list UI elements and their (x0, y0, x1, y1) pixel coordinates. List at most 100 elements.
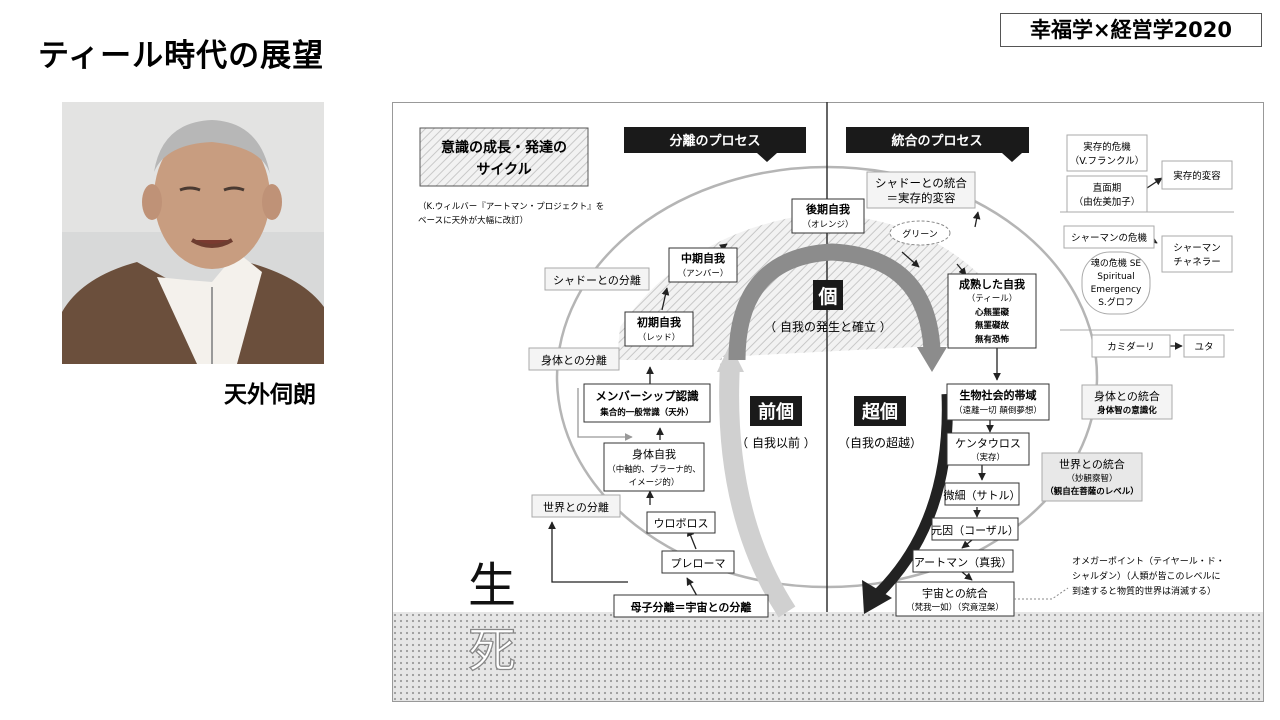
svg-text:ユタ: ユタ (1194, 342, 1213, 353)
svg-text:ケンタウロス: ケンタウロス (955, 437, 1021, 450)
choko-subtitle: （自我の超越） (838, 435, 922, 450)
svg-text:イメージ的）: イメージ的） (629, 477, 680, 488)
omega-point-note: オメガーポイント（テイヤール・ド・ シャルダン）（人類が皆このレベルに 到達する… (1072, 556, 1225, 597)
node-subtle: 微細（サトル） (944, 482, 1021, 506)
svg-text:アートマン（真我）: アートマン（真我） (914, 555, 1012, 569)
node-shaman-crisis: シャーマンの危機 (1063, 225, 1155, 249)
svg-text:身体との分離: 身体との分離 (541, 353, 607, 367)
svg-text:身体智の意識化: 身体智の意識化 (1096, 405, 1157, 416)
node-membership: メンバーシップ認識 集合的一般常識（天外） (583, 383, 711, 423)
svg-text:グリーン: グリーン (902, 228, 938, 240)
source-line1: （K.ウィルバー『アートマン・プロジェクト』を (418, 201, 604, 212)
node-pleroma: プレローマ (661, 550, 735, 574)
svg-text:母子分離＝宇宙との分離: 母子分離＝宇宙との分離 (631, 600, 752, 614)
zenko-label: 前個 （ 自我以前 ） (736, 396, 816, 450)
node-body-integration: 身体との統合 身体智の意識化 (1081, 384, 1173, 420)
integration-banner: 統合のプロセス (846, 127, 1029, 162)
node-uroboros: ウロボロス (646, 511, 716, 534)
node-causal: 元因（コーザル） (931, 517, 1019, 541)
svg-text:個: 個 (817, 286, 837, 308)
svg-text:到達すると物質的世界は消滅する）: 到達すると物質的世界は消滅する） (1072, 585, 1216, 597)
svg-text:オメガーポイント（テイヤール・ド・: オメガーポイント（テイヤール・ド・ (1072, 556, 1225, 567)
node-biosocial: 生物社会的帯域 （遠離一切 顛倒夢想） (946, 383, 1050, 421)
svg-text:（V.フランクル）: （V.フランクル） (1070, 155, 1145, 167)
portrait-caption: 天外伺朗 (224, 382, 316, 408)
node-yuta: ユタ (1183, 334, 1225, 358)
svg-text:世界との分離: 世界との分離 (543, 500, 609, 514)
svg-text:初期自我: 初期自我 (637, 315, 681, 329)
node-atman: アートマン（真我） (912, 549, 1014, 573)
svg-text:（遠離一切 顛倒夢想）: （遠離一切 顛倒夢想） (954, 405, 1042, 416)
zenko-subtitle: （ 自我以前 ） (736, 435, 816, 450)
svg-text:シャドーとの統合: シャドーとの統合 (875, 176, 967, 190)
node-existential-transformation: 実存的変容 (1161, 160, 1233, 190)
svg-text:（アンバー）: （アンバー） (678, 268, 729, 279)
svg-text:シャルダン）（人類が皆このレベルに: シャルダン）（人類が皆このレベルに (1072, 570, 1221, 582)
separation-banner: 分離のプロセス (624, 127, 806, 162)
svg-text:前個: 前個 (758, 401, 794, 423)
left-light-arc (719, 363, 796, 618)
life-label: 生 (468, 558, 516, 614)
top-gray-arc (728, 243, 941, 361)
node-green (889, 220, 951, 246)
svg-text:プレローマ: プレローマ (671, 557, 726, 570)
diagram-title-box: 意識の成長・発達の サイクル (419, 127, 589, 187)
node-shintai-jiga: 身体自我 （中軸的、プラーナ的、 イメージ的） (603, 442, 705, 492)
svg-text:カミダーリ: カミダーリ (1107, 341, 1155, 353)
svg-text:（由佐美加子）: （由佐美加子） (1074, 196, 1141, 208)
svg-text:集合的一般常識（天外）: 集合的一般常識（天外） (599, 407, 694, 418)
svg-text:後期自我: 後期自我 (806, 202, 850, 216)
svg-text:チャネラー: チャネラー (1173, 257, 1220, 268)
svg-text:Emergency: Emergency (1091, 285, 1142, 295)
node-mature-ego: 成熟した自我 （ティール） 心無罣礙 無罣礙故 無有恐怖 (947, 273, 1037, 349)
svg-text:シャーマンの危機: シャーマンの危機 (1071, 232, 1148, 244)
svg-text:無罣礙故: 無罣礙故 (975, 320, 1010, 331)
svg-text:世界との統合: 世界との統合 (1059, 457, 1125, 471)
node-koki-jiga: 後期自我 （オレンジ） (791, 198, 865, 234)
diagram-title-line2: サイクル (476, 162, 531, 178)
svg-text:直面期: 直面期 (1093, 182, 1122, 194)
ko-label: 個 （ 自我の発生と確立 ） (764, 280, 892, 334)
node-shaman-channeler: シャーマン チャネラー (1161, 235, 1233, 273)
death-label: 死 (468, 623, 516, 679)
svg-text:微細（サトル）: 微細（サトル） (944, 488, 1021, 502)
death-band (393, 612, 1263, 701)
node-world-integration: 世界との統合 （妙観察智） （観自在菩薩のレベル） (1041, 452, 1143, 502)
source-line2: ベースに天外が大幅に改訂） (418, 215, 528, 226)
svg-text:実存的変容: 実存的変容 (1173, 170, 1221, 182)
svg-text:（レッド）: （レッド） (638, 332, 681, 343)
node-shadow-integration: シャドーとの統合 ＝実存的変容 (866, 171, 976, 209)
svg-text:統合のプロセス: 統合のプロセス (891, 133, 982, 149)
node-centaur: ケンタウロス （実存） (946, 432, 1030, 466)
node-shoki-jiga: 初期自我 （レッド） (624, 311, 694, 347)
node-world-separation: 世界との分離 (531, 494, 621, 518)
svg-text:分離のプロセス: 分離のプロセス (669, 133, 760, 149)
node-chokumen: 直面期 （由佐美加子） (1066, 175, 1148, 213)
ko-subtitle: （ 自我の発生と確立 ） (764, 319, 892, 334)
right-dark-arc (873, 393, 953, 599)
svg-text:ウロボロス: ウロボロス (654, 517, 709, 530)
svg-text:元因（コーザル）: 元因（コーザル） (931, 524, 1019, 537)
svg-text:（ティール）: （ティール） (967, 293, 1018, 304)
svg-text:メンバーシップ認識: メンバーシップ認識 (595, 389, 699, 403)
svg-text:実存的危機: 実存的危機 (1083, 141, 1131, 153)
svg-text:魂の危機 SE: 魂の危機 SE (1091, 257, 1142, 269)
svg-text:超個: 超個 (862, 401, 898, 423)
svg-text:（梵我一如）（究竟涅槃）: （梵我一如）（究竟涅槃） (906, 602, 1004, 613)
node-body-separation: 身体との分離 (528, 347, 620, 371)
svg-text:宇宙との統合: 宇宙との統合 (922, 586, 988, 600)
svg-text:心無罣礙: 心無罣礙 (975, 307, 1010, 318)
slide-title: ティール時代の展望 (38, 38, 325, 74)
svg-text:S.グロフ: S.グロフ (1098, 296, 1134, 308)
svg-text:身体との統合: 身体との統合 (1094, 389, 1160, 403)
svg-text:シャドーとの分離: シャドーとの分離 (553, 273, 641, 287)
svg-text:＝実存的変容: ＝実存的変容 (887, 191, 956, 205)
choko-label: 超個 （自我の超越） (838, 396, 922, 450)
svg-text:（オレンジ）: （オレンジ） (802, 219, 853, 230)
node-kamidari: カミダーリ (1091, 334, 1171, 358)
consciousness-cycle-diagram: 意識の成長・発達の サイクル （K.ウィルバー『アートマン・プロジェクト』を ベ… (392, 102, 1264, 702)
brand-badge: 幸福学×経営学2020 (1000, 13, 1262, 47)
node-existential-crisis: 実存的危機 （V.フランクル） (1066, 134, 1148, 172)
svg-text:（観自在菩薩のレベル）: （観自在菩薩のレベル） (1045, 486, 1139, 497)
svg-text:（妙観察智）: （妙観察智） (1066, 473, 1117, 484)
